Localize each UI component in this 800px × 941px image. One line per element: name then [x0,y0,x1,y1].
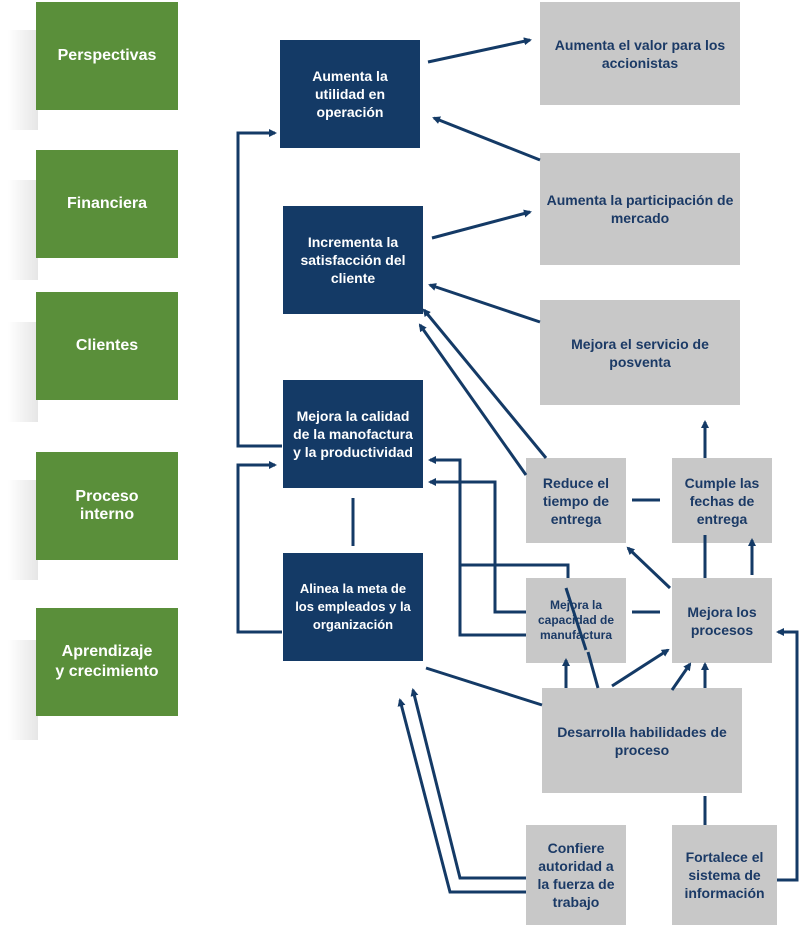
objective-valor-label: Aumenta el valor para los accionistas [554,36,726,71]
objective-servicio: Mejora el servicio de posventa [540,300,740,405]
arrow-autoridad-alinea-a [410,688,526,880]
perspective-clientes-label: Clientes [75,337,139,354]
objective-utilidad-label: Aumenta la utilidad en operación [312,68,388,120]
objective-satisfaccion-label: Incrementa la satisfacción del cliente [300,234,406,286]
arrow-calidad-utilidad [236,129,282,448]
arrow-habilidades-procesos-b [670,662,692,691]
objective-sistema-label: Fortalece el sistema de información [684,849,765,901]
perspective-aprendizaje-label: Aprendizaje y crecimiento [55,643,159,680]
arrow-capacidad-calidad-c [458,560,526,637]
objective-valor: Aumenta el valor para los accionistas [540,2,740,105]
objective-utilidad: Aumenta la utilidad en operación [280,40,420,148]
arrow-tiempo-satisfaccion-b [418,323,528,476]
perspective-clientes: Clientes [36,292,178,400]
arrow-habilidades-procesos-a [611,648,670,688]
arrow-satisfaccion-participacion [431,209,532,240]
perspectives-header: Perspectivas [36,2,178,110]
perspective-proceso-interno-label: Proceso interno [75,488,139,523]
objective-procesos-label: Mejora los procesos [687,603,757,638]
objective-tiempo: Reduce el tiempo de entrega [526,458,626,543]
objective-autoridad: Confiere autoridad a la fuerza de trabaj… [526,825,626,925]
objective-autoridad-label: Confiere autoridad a la fuerza de trabaj… [537,840,615,910]
perspective-proceso-interno: Proceso interno [36,452,178,560]
objective-fechas: Cumple las fechas de entrega [672,458,772,543]
arrow-habilidades-capacidad-c [564,587,588,651]
perspective-financiera-label: Financiera [66,195,148,212]
objective-procesos: Mejora los procesos [672,578,772,663]
arrow-capacidad-calidad-b [428,478,526,614]
objective-satisfaccion: Incrementa la satisfacción del cliente [283,206,423,314]
perspective-financiera: Financiera [36,150,178,258]
arrow-habilidades-alinea [425,666,543,707]
arrow-autoridad-alinea-b [397,698,526,894]
objective-tiempo-label: Reduce el tiempo de entrega [542,474,610,527]
arrow-tiempo-satisfaccion-a [422,308,548,459]
arrow-utilidad-valor [427,37,532,64]
objective-participacion: Aumenta la participación de mercado [540,153,740,265]
objective-alinea-label: Alinea la meta de los empleados y la org… [295,581,411,632]
arrow-alinea-calidad [236,461,282,634]
objective-sistema: Fortalece el sistema de información [672,825,777,925]
objective-alinea: Alinea la meta de los empleados y la org… [283,553,423,661]
objective-servicio-label: Mejora el servicio de posventa [571,335,709,370]
arrow-capacidad-calidad-a [428,456,570,578]
arrow-sistema-procesos [776,628,799,882]
arrow-habilidades-capacidad-b [586,651,600,689]
arrow-participacion-utilidad [432,116,541,162]
perspective-aprendizaje: Aprendizaje y crecimiento [36,608,178,716]
perspectives-header-label: Perspectivas [57,47,157,64]
objective-habilidades: Desarrolla habilidades de proceso [542,688,742,793]
arrow-servicio-satisfaccion [428,283,541,324]
objective-participacion-label: Aumenta la participación de mercado [546,192,734,226]
objective-habilidades-label: Desarrolla habilidades de proceso [557,723,727,758]
objective-calidad: Mejora la calidad de la manofactura y la… [283,380,423,488]
objective-fechas-label: Cumple las fechas de entrega [684,474,760,527]
arrow-procesos-tiempo [626,546,672,590]
objective-calidad-label: Mejora la calidad de la manofactura y la… [293,408,413,460]
